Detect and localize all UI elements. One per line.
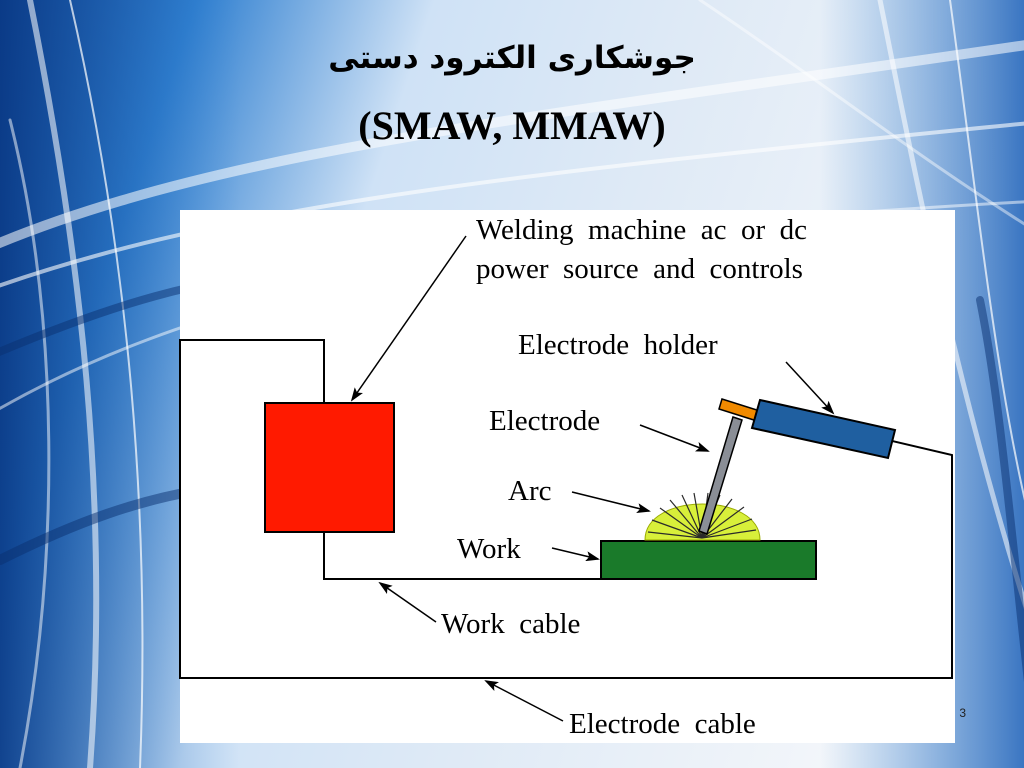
work-label: Work [457, 533, 521, 565]
work-cable-label: Work cable [441, 608, 580, 640]
arc-label: Arc [508, 475, 551, 507]
machine-pointer-arrow [350, 235, 467, 402]
page-number: 3 [959, 706, 966, 720]
work-pointer-arrow [551, 547, 600, 562]
electrode-pointer-arrow [639, 424, 710, 452]
work-piece [600, 540, 817, 580]
machine-label-line1: Welding machine ac or dc [476, 214, 807, 246]
holder-pointer-arrow [785, 361, 835, 415]
welding-machine [264, 402, 395, 533]
electrode-holder-label: Electrode holder [518, 329, 718, 361]
title-persian: جوشکاری الکترود دستی [328, 40, 696, 76]
machine-label-line2: power source and controls [476, 253, 803, 285]
title-english: (SMAW, MMAW) [358, 103, 666, 148]
work-cable-pointer-arrow [378, 581, 437, 623]
electrode-tip [718, 398, 761, 422]
electrode-cable-pointer-arrow [484, 680, 564, 722]
electrode-rod [698, 416, 743, 535]
electrode-cable-line [179, 339, 953, 679]
electrode-cable-label: Electrode cable [569, 708, 756, 740]
electrode-holder [750, 398, 897, 460]
arc-pointer-arrow [571, 491, 651, 513]
work-cable-line [323, 532, 600, 580]
electrode-label: Electrode [489, 405, 600, 437]
